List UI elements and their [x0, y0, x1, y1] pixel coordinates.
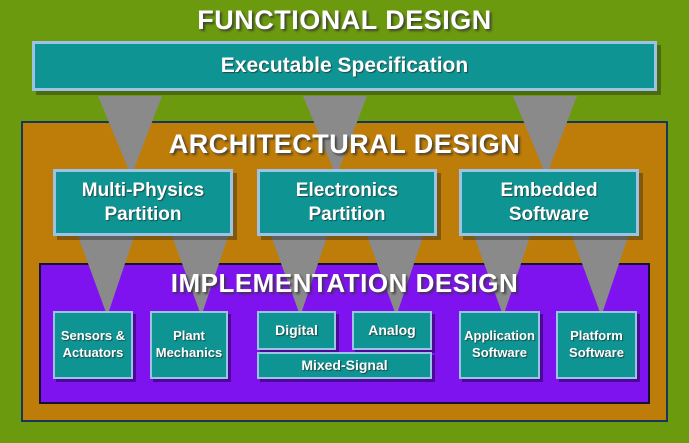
electronics-partition-box: Electronics Partition [257, 169, 437, 236]
plant-mechanics-box: Plant Mechanics [150, 311, 228, 379]
executable-specification-box: Executable Specification [32, 41, 657, 91]
sensors-actuators-box: Sensors & Actuators [53, 311, 133, 379]
implementation-design-region [39, 263, 650, 404]
implementation-design-title: IMPLEMENTATION DESIGN [170, 268, 519, 298]
functional-design-title: FUNCTIONAL DESIGN [197, 5, 492, 35]
analog-box: Analog [352, 311, 432, 350]
multi-physics-partition-box: Multi-Physics Partition [53, 169, 233, 236]
mixed-signal-box: Mixed-Signal [257, 352, 432, 379]
application-software-box: Application Software [459, 311, 540, 379]
platform-software-box: Platform Software [556, 311, 637, 379]
digital-box: Digital [257, 311, 336, 350]
embedded-software-box: Embedded Software [459, 169, 639, 236]
architectural-design-title: ARCHITECTURAL DESIGN [168, 129, 521, 159]
